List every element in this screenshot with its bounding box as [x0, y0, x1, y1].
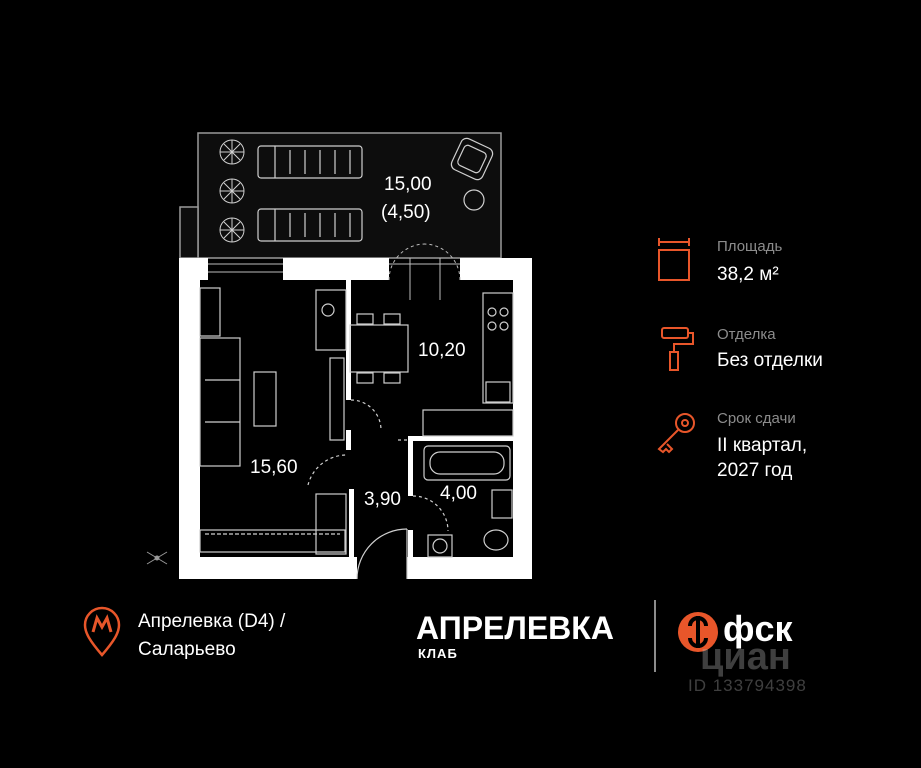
balcony [179, 132, 502, 259]
metro-icon [83, 606, 121, 657]
walls [179, 258, 532, 579]
brand-sub: КЛАБ [418, 646, 458, 661]
finish-title: Отделка [717, 326, 776, 343]
paint-roller-icon [661, 327, 694, 371]
watermark-id: ID 133794398 [688, 676, 807, 695]
deadline-title: Срок сдачи [717, 410, 796, 427]
finish-value: Без отделки [717, 350, 823, 371]
bath-area-label: 4,00 [440, 483, 477, 504]
compass [146, 551, 168, 565]
deadline-line2: 2027 год [717, 460, 793, 481]
area-icon [658, 238, 690, 281]
metro-line2: Саларьево [138, 639, 236, 660]
watermark-text: циан [700, 636, 791, 678]
brand-divider [654, 600, 656, 672]
brand-logo: АПРЕЛЕВКА [416, 610, 614, 646]
furniture [199, 287, 514, 580]
area-value: 38,2 м² [717, 264, 779, 285]
fsk-logo-icon [678, 612, 718, 652]
balcony-area-label: 15,00 [384, 174, 432, 195]
metro-line1: Апрелевка (D4) / [138, 611, 286, 632]
developer-name: фск [723, 608, 793, 649]
area-title: Площадь [717, 238, 783, 255]
deadline-line1: II квартал, [717, 435, 808, 456]
hall-area-label: 3,90 [364, 489, 401, 510]
kitchen-area-label: 10,20 [418, 340, 466, 361]
living-area-label: 15,60 [250, 457, 298, 478]
windows [208, 243, 461, 300]
key-icon [657, 413, 695, 454]
balcony-reduced-area-label: (4,50) [381, 202, 431, 223]
